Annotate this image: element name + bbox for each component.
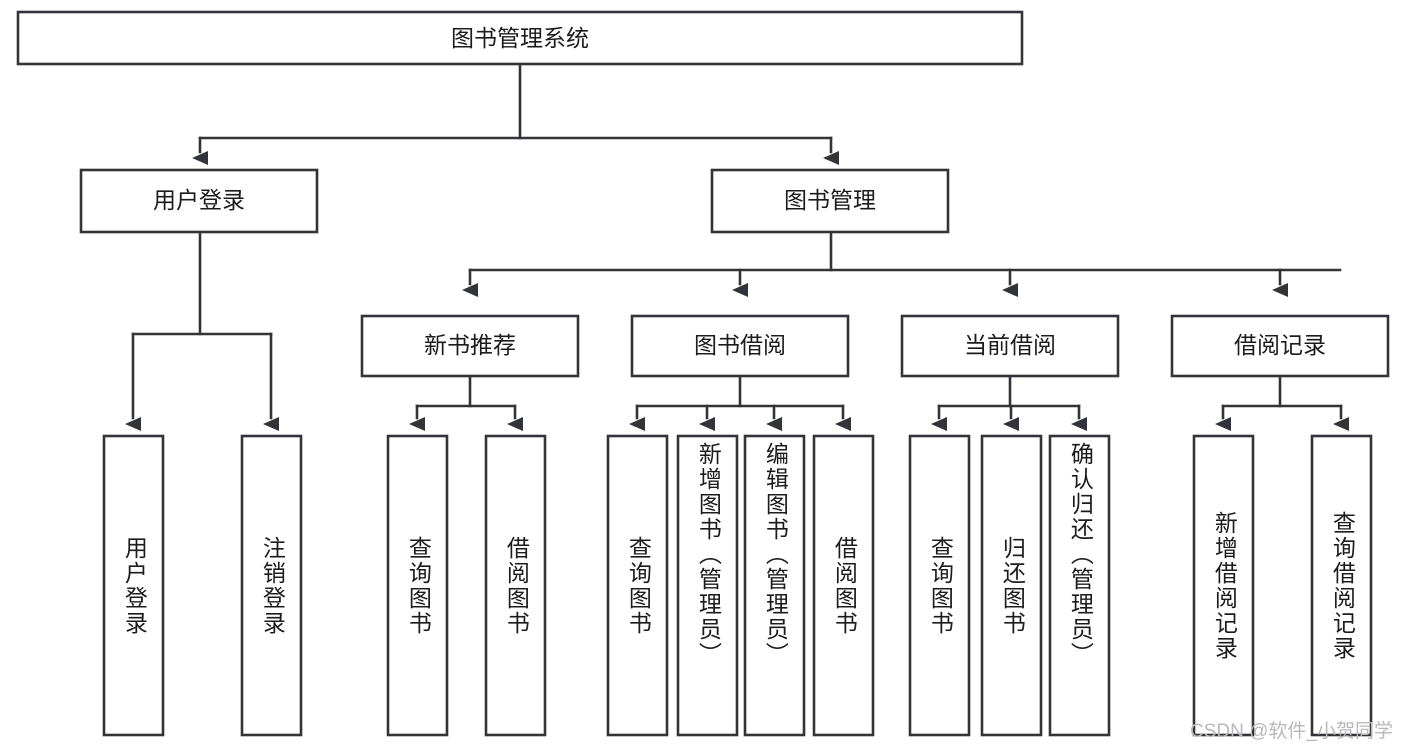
edge-user-login-to-leaves [125,230,279,431]
node-borrow-record[interactable]: 借阅记录 [1170,314,1390,378]
edge-book-borrow-to-leaves [629,374,851,431]
edge-current-borrow-to-leaves [931,374,1087,431]
leaf-box-book-borrow-1[interactable] [606,434,669,737]
node-new-book-recommend[interactable]: 新书推荐 [360,314,580,378]
leaf-box-current-borrow-1[interactable] [908,434,971,737]
node-book-borrow-label: 图书借阅 [694,332,786,358]
leaf-box-current-borrow-3[interactable] [1048,434,1111,737]
node-book-manage-label: 图书管理 [784,187,876,213]
edge-borrow-record-to-leaves [1215,374,1349,431]
node-borrow-record-label: 借阅记录 [1234,332,1326,358]
edge-new-book-to-leaves [409,374,523,431]
node-user-login[interactable]: 用户登录 [79,168,319,234]
edge-book-manage-to-level3 [462,230,1342,297]
node-new-book-recommend-label: 新书推荐 [424,332,516,358]
leaf-box-book-borrow-4[interactable] [812,434,875,737]
leaf-box-book-borrow-3[interactable] [743,434,806,737]
node-current-borrow[interactable]: 当前借阅 [900,314,1120,378]
leaf-box-new-book-2[interactable] [484,434,547,737]
edge-root-to-bus [192,62,839,165]
csdn-watermark: CSDN @软件_小贺同学 [1190,721,1393,742]
leaf-box-new-book-1[interactable] [386,434,449,737]
leaf-box-user-login-1[interactable] [102,434,165,737]
node-book-borrow[interactable]: 图书借阅 [630,314,850,378]
leaf-box-book-borrow-2[interactable] [676,434,739,737]
node-book-manage[interactable]: 图书管理 [710,168,950,234]
node-root-label: 图书管理系统 [451,25,589,51]
leaf-box-user-login-2[interactable] [240,434,303,737]
leaf-box-borrow-record-2[interactable] [1310,434,1373,737]
node-root-system[interactable]: 图书管理系统 [16,10,1024,66]
leaf-box-current-borrow-2[interactable] [980,434,1043,737]
node-user-login-label: 用户登录 [153,187,245,213]
node-current-borrow-label: 当前借阅 [964,332,1056,358]
leaf-box-borrow-record-1[interactable] [1192,434,1255,737]
